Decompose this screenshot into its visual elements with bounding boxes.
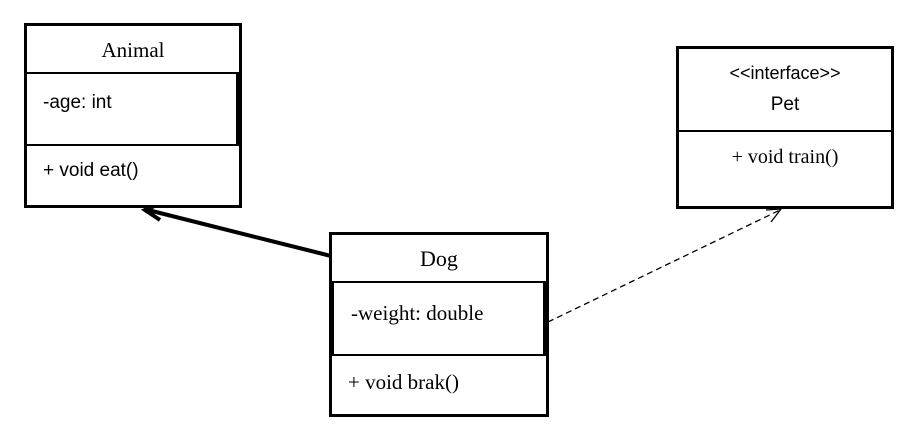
class-name-dog: Dog xyxy=(420,246,458,271)
generalization-line xyxy=(147,208,332,258)
stereotype-interface: <<interface>> xyxy=(729,63,841,83)
operation-brak: + void brak() xyxy=(348,370,459,394)
attribute-age: -age: int xyxy=(43,92,112,113)
realization-line xyxy=(547,209,781,323)
class-name-compartment: Animal xyxy=(27,26,239,74)
operation-eat: + void eat() xyxy=(43,160,139,181)
class-animal[interactable]: Animal -age: int + void eat() xyxy=(24,23,242,208)
generalization-dog-animal xyxy=(140,199,332,258)
operations-compartment: + void brak() xyxy=(332,356,546,414)
operations-compartment: + void eat() xyxy=(27,146,239,205)
class-dog[interactable]: Dog -weight: double + void brak() xyxy=(329,232,549,417)
operations-compartment: + void train() xyxy=(679,132,891,206)
interface-name-pet: Pet xyxy=(770,94,800,115)
interface-name-compartment: <<interface>> Pet xyxy=(679,49,891,132)
realization-arrowhead xyxy=(765,208,783,223)
attributes-compartment: -age: int xyxy=(27,74,239,146)
operation-train: + void train() xyxy=(731,146,839,168)
attributes-compartment: -weight: double xyxy=(332,283,546,356)
realization-dog-pet xyxy=(547,208,783,323)
attribute-weight: -weight: double xyxy=(351,301,484,325)
interface-pet[interactable]: <<interface>> Pet + void train() xyxy=(676,46,894,209)
class-name-compartment: Dog xyxy=(332,235,546,283)
class-name-animal: Animal xyxy=(101,38,165,62)
